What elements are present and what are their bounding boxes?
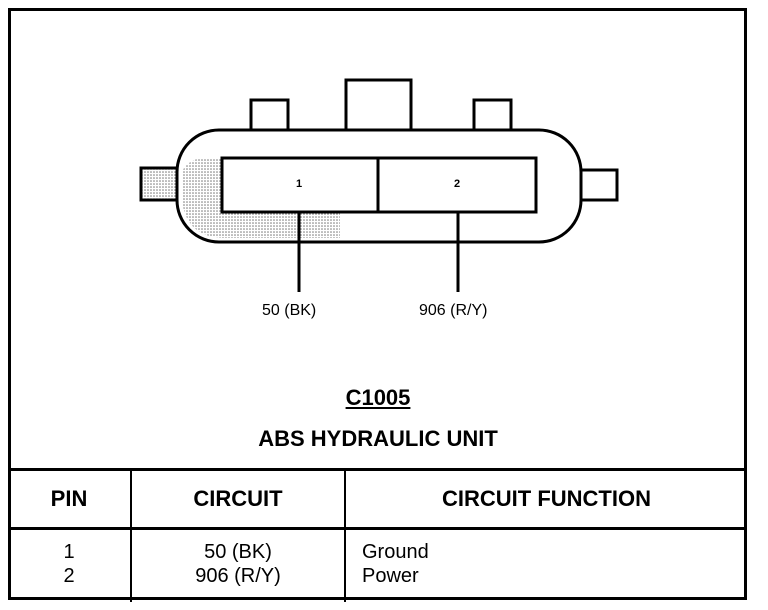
- connector-side-tab-right: [576, 168, 619, 202]
- terminal-cavity-2: [376, 156, 538, 214]
- table-row-pin: 2: [63, 565, 75, 587]
- wire-label-1: 50 (BK): [262, 302, 317, 319]
- table-row-circuit: 50 (BK): [204, 541, 272, 563]
- circuit-column: 50 (BK) 906 (R/Y): [130, 528, 345, 602]
- pin-label-1: 1: [296, 178, 303, 190]
- pinout-header-row: PIN CIRCUIT CIRCUIT FUNCTION: [8, 468, 747, 530]
- connector-tab-right: [472, 98, 513, 136]
- connector-id: C1005: [345, 385, 411, 410]
- table-row-circuit: 906 (R/Y): [195, 565, 281, 587]
- table-row-pin: 1: [63, 541, 75, 563]
- table-row-function: Ground: [362, 541, 429, 563]
- pinout-body: 1 2 50 (BK) 906 (R/Y) Ground Power: [8, 528, 747, 603]
- pinout-table: PIN CIRCUIT CIRCUIT FUNCTION 1 2 50 (BK)…: [8, 468, 747, 602]
- table-row-function: Power: [362, 565, 419, 587]
- pin-label-2: 2: [454, 178, 461, 190]
- header-pin: PIN: [8, 468, 131, 530]
- header-circuit: CIRCUIT: [130, 468, 345, 530]
- connector-latch: [344, 78, 413, 136]
- connector-side-tab-left: [139, 166, 183, 202]
- function-column: Ground Power: [344, 528, 747, 602]
- connector-name: ABS HYDRAULIC UNIT: [258, 426, 498, 451]
- header-circuit-function: CIRCUIT FUNCTION: [344, 468, 747, 530]
- pin-column: 1 2: [8, 529, 131, 603]
- wire-label-2: 906 (R/Y): [419, 302, 488, 319]
- connector-drawing: [139, 78, 619, 292]
